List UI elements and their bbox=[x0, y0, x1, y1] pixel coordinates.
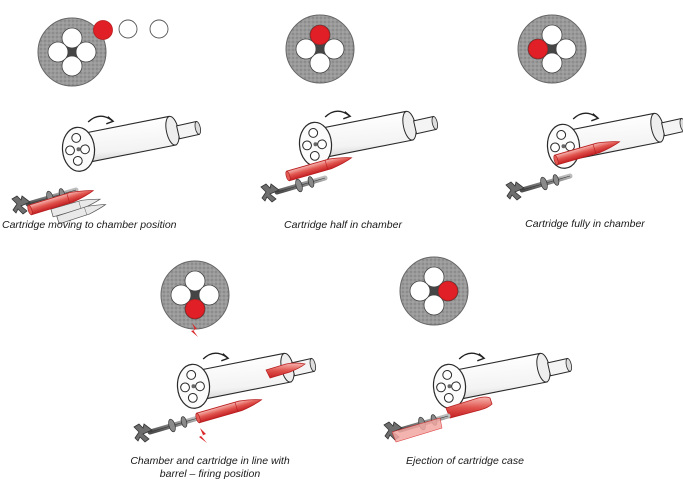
caption-text-line-2: barrel – firing position bbox=[159, 468, 261, 480]
revolver-mechanism bbox=[296, 103, 442, 169]
cartridge-chamber-marker bbox=[528, 39, 548, 59]
cartridge-chamber-marker bbox=[438, 281, 458, 301]
caption-panel-1: Cartridge moving to chamber position bbox=[2, 219, 202, 232]
ejector-rod bbox=[134, 416, 198, 442]
caption-text: Cartridge fully in chamber bbox=[525, 218, 645, 230]
caption-text: Cartridge half in chamber bbox=[284, 219, 402, 231]
revolver-mechanism bbox=[430, 345, 576, 411]
caption-panel-4: Chamber and cartridge in line with barre… bbox=[115, 455, 305, 481]
panel-4-firing-position bbox=[134, 260, 320, 443]
cylinder-end-view bbox=[517, 14, 587, 84]
ejected-case bbox=[445, 396, 493, 419]
caption-panel-2: Cartridge half in chamber bbox=[258, 219, 428, 232]
red-cartridge bbox=[391, 417, 443, 443]
caption-panel-3: Cartridge fully in chamber bbox=[500, 218, 670, 231]
panel-2-cartridge-half-in bbox=[261, 14, 442, 202]
empty-position-marker bbox=[149, 19, 169, 39]
ejector-rod bbox=[506, 174, 570, 200]
panel-5-ejection bbox=[384, 256, 576, 443]
cylinder-end-view bbox=[285, 14, 355, 84]
caption-text: Ejection of cartridge case bbox=[406, 455, 524, 467]
cartridge-chamber-marker bbox=[93, 20, 113, 40]
cylinder-end-view bbox=[37, 17, 113, 87]
revolver-mechanism bbox=[59, 108, 205, 174]
bullet-in-barrel bbox=[265, 362, 306, 379]
panel-1-cartridge-moving bbox=[12, 17, 205, 225]
firing-spark-icon bbox=[191, 323, 198, 337]
firing-spark-icon bbox=[199, 428, 207, 443]
caption-panel-5: Ejection of cartridge case bbox=[380, 455, 550, 468]
cartridge-chamber-marker bbox=[185, 299, 205, 319]
panel-3-cartridge-fully-in bbox=[506, 14, 683, 200]
cylinder-end-view bbox=[160, 260, 230, 337]
cartridge-chamber-marker bbox=[310, 25, 330, 45]
caption-text: Cartridge moving to chamber position bbox=[2, 219, 177, 231]
empty-position-marker bbox=[118, 19, 138, 39]
cylinder-end-view bbox=[399, 256, 469, 326]
caption-text-line-1: Chamber and cartridge in line with bbox=[130, 455, 290, 467]
